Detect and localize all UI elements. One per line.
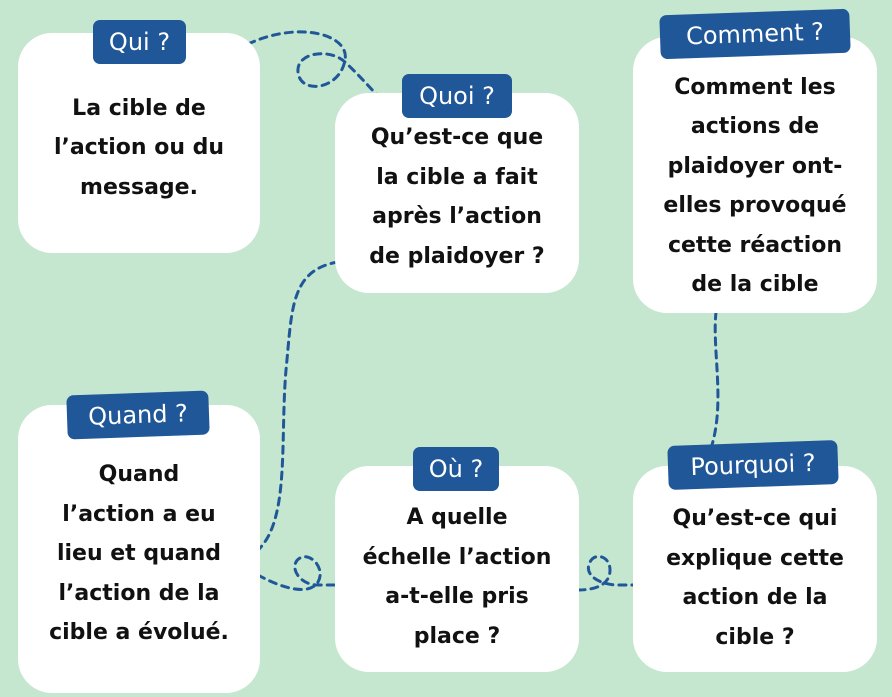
connector-quand-ou — [256, 555, 338, 591]
tag-comment: Comment ? — [659, 8, 851, 60]
tag-quoi: Quoi ? — [402, 74, 512, 118]
tag-ou: Où ? — [413, 447, 499, 491]
card-qui-text: La cible de l’action ou du message. — [53, 95, 225, 200]
card-pourquoi-text: Qu’est-ce qui explique cette action de l… — [666, 506, 844, 650]
card-comment-text: Comment les actions de plaidoyer ont- el… — [663, 74, 847, 298]
connector-quoi-quand — [256, 260, 340, 552]
tag-pourquoi: Pourquoi ? — [667, 440, 839, 490]
tag-qui: Qui ? — [93, 20, 186, 64]
card-ou: A quelle échelle l’action a-t-elle pris … — [335, 466, 579, 672]
card-qui: La cible de l’action ou du message. — [18, 33, 260, 253]
connector-ou-pourquoi — [576, 554, 635, 592]
card-quoi: Qu’est-ce que la cible a fait après l’ac… — [335, 93, 579, 293]
connector-qui-quoi — [246, 30, 380, 98]
card-ou-text: A quelle échelle l’action a-t-elle pris … — [362, 505, 552, 649]
card-quand-text: Quand l’action a eu lieu et quand l’acti… — [49, 462, 229, 646]
tag-quand: Quand ? — [66, 390, 210, 440]
card-quoi-text: Qu’est-ce que la cible a fait après l’ac… — [369, 125, 545, 269]
connector-pourquoi-comment — [710, 310, 720, 447]
card-pourquoi: Qu’est-ce qui explique cette action de l… — [633, 466, 877, 672]
card-quand: Quand l’action a eu lieu et quand l’acti… — [18, 405, 260, 693]
card-comment: Comment les actions de plaidoyer ont- el… — [633, 37, 877, 313]
